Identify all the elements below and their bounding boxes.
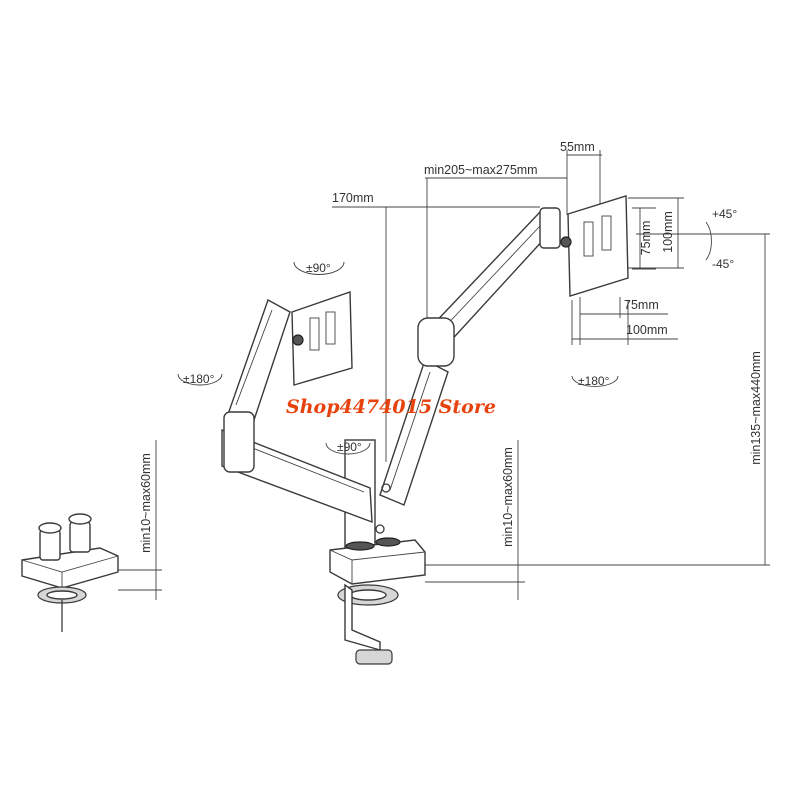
dim-vesa-75-vertical: 75mm	[639, 221, 653, 256]
clamp-knob	[355, 649, 393, 665]
right-vesa-plate	[567, 195, 629, 297]
rotation-right-arm: ±180°	[578, 374, 610, 388]
rotation-tilt-up: +45°	[712, 207, 737, 221]
dim-height-range: min135~max440mm	[749, 351, 763, 465]
left-lower-arm	[221, 428, 373, 524]
rotation-arrows	[177, 221, 712, 455]
desk-clamp-detail	[21, 513, 119, 632]
rotation-left-lower: ±90°	[337, 440, 362, 454]
dim-reach: min205~max275mm	[424, 163, 538, 177]
dim-vesa-100-vertical: 100mm	[661, 211, 675, 253]
right-lower-arm	[379, 358, 449, 506]
dim-desk-thickness-main: min10~max60mm	[501, 447, 515, 547]
dim-vesa-100-horizontal: 100mm	[626, 323, 668, 337]
dim-desk-thickness-left: min10~max60mm	[139, 453, 153, 553]
store-watermark: Shop4474015 Store	[286, 396, 496, 418]
base-clamp	[329, 539, 426, 585]
monitor-arm	[221, 195, 629, 665]
dimension-lines	[118, 150, 770, 600]
rotation-left-arm: ±180°	[183, 372, 215, 386]
dim-170mm: 170mm	[332, 191, 374, 205]
dim-55mm: 55mm	[560, 140, 595, 154]
rotation-left-swivel: ±90°	[306, 261, 331, 275]
rotation-tilt-down: -45°	[712, 257, 734, 271]
dim-vesa-75-horizontal: 75mm	[624, 298, 659, 312]
left-vesa-plate	[291, 291, 353, 386]
